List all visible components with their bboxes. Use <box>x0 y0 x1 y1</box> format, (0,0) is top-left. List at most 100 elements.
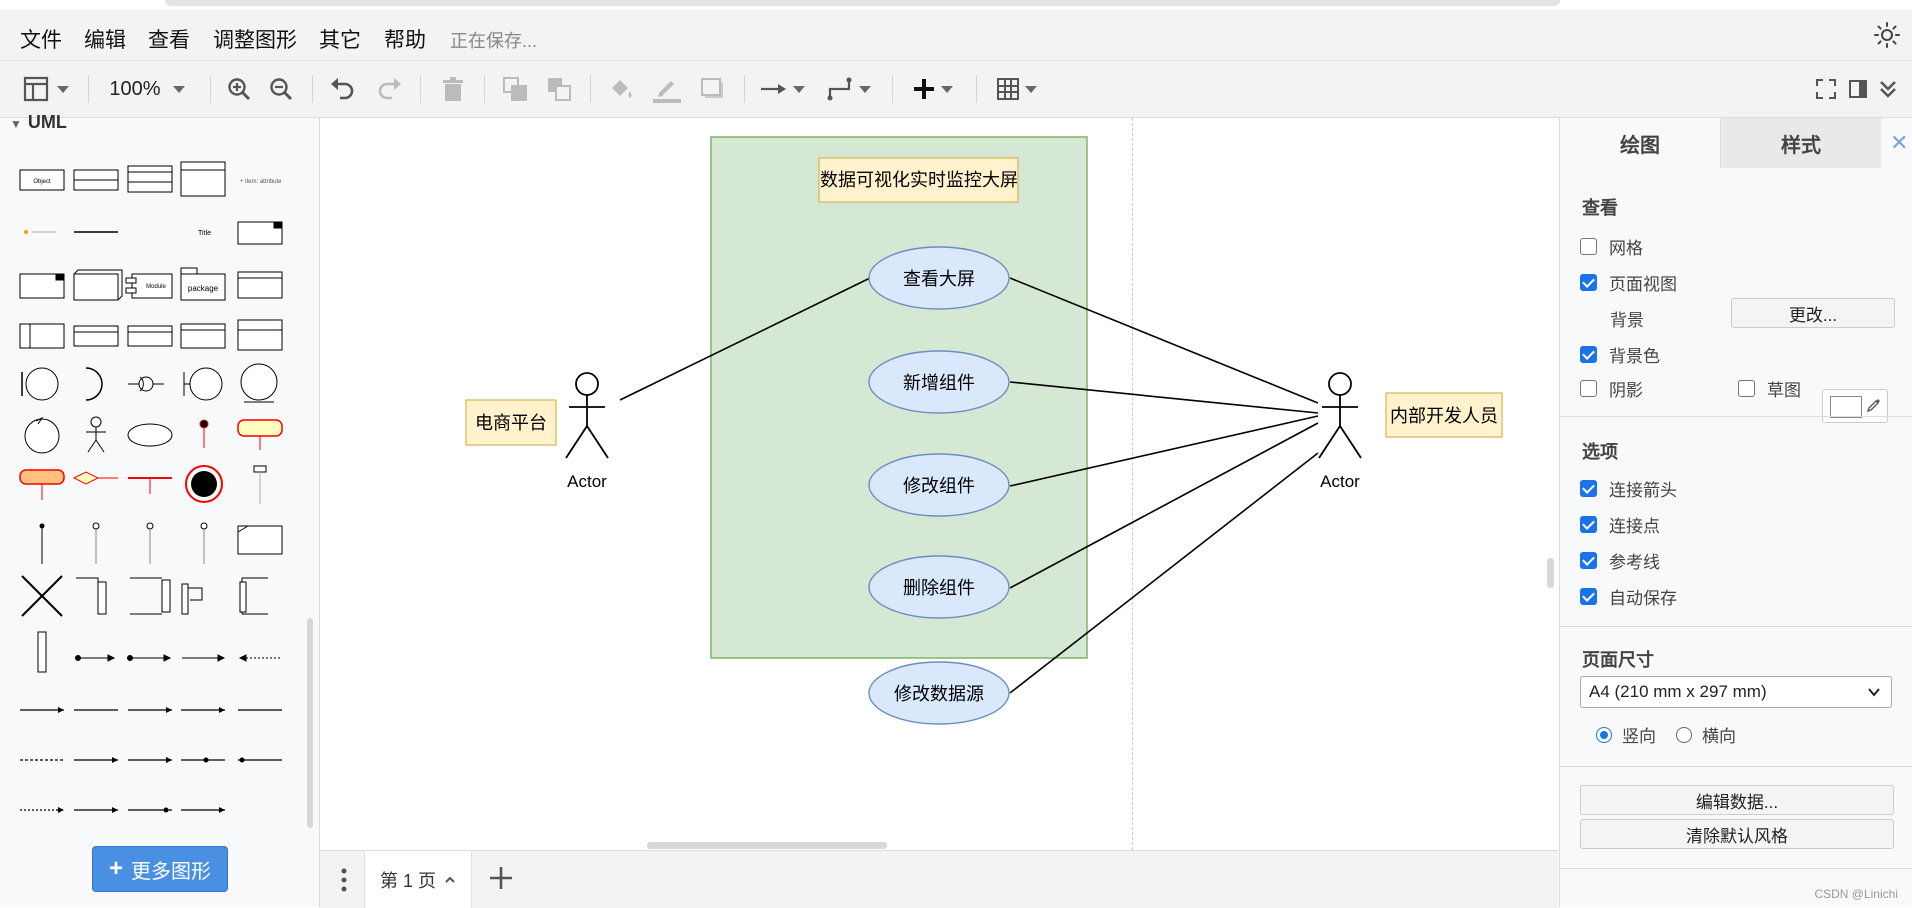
horizontal-scrollbar[interactable] <box>647 842 887 849</box>
table-button[interactable] <box>992 75 1042 103</box>
eyedropper-icon[interactable] <box>1866 397 1882 413</box>
shape-interface-required[interactable] <box>85 367 103 401</box>
landscape-radio[interactable] <box>1676 726 1692 743</box>
vertical-scrollbar[interactable] <box>1547 558 1554 588</box>
system-title-box[interactable] <box>818 157 1019 203</box>
shape-decision[interactable] <box>72 471 118 485</box>
shape-object[interactable]: Object <box>19 169 65 191</box>
menu-help[interactable]: 帮助 <box>384 29 426 52</box>
shape-boundary-object[interactable] <box>183 367 223 401</box>
shape-entity-object[interactable] <box>240 363 278 403</box>
zoom-out-button[interactable] <box>266 75 296 103</box>
more-vertical-icon[interactable] <box>340 867 348 893</box>
change-background-button[interactable]: 更改... <box>1731 298 1895 328</box>
shape-interface[interactable] <box>73 169 119 191</box>
sidebar-scrollbar[interactable] <box>307 618 313 828</box>
shape-title[interactable]: Title <box>198 230 211 237</box>
grid-option[interactable]: 网格 <box>1580 234 1643 259</box>
actor-left-note[interactable] <box>465 399 557 446</box>
guides-option[interactable]: 参考线 <box>1580 548 1660 573</box>
sketch-checkbox[interactable] <box>1738 380 1755 397</box>
use-case-datasource[interactable] <box>868 661 1010 725</box>
shape-class-3[interactable] <box>237 271 283 299</box>
edit-data-button[interactable]: 编辑数据... <box>1580 785 1894 815</box>
connection-arrows-option[interactable]: 连接箭头 <box>1580 476 1677 501</box>
shape-class-2[interactable] <box>180 161 226 197</box>
menu-arrange[interactable]: 调整图形 <box>213 29 297 52</box>
guides-checkbox[interactable] <box>1580 552 1597 569</box>
line-color-button[interactable] <box>652 75 682 103</box>
connection-style-button[interactable] <box>758 75 808 103</box>
page-size-select[interactable]: A4 (210 mm x 297 mm) <box>1580 676 1892 708</box>
clear-default-style-button[interactable]: 清除默认风格 <box>1580 819 1894 849</box>
sun-icon[interactable] <box>1874 22 1900 48</box>
assoc-right-delete[interactable] <box>1009 422 1319 589</box>
collapse-button[interactable] <box>1874 75 1902 103</box>
menu-extras[interactable]: 其它 <box>319 29 361 52</box>
connection-points-option[interactable]: 连接点 <box>1580 512 1660 537</box>
delete-button[interactable] <box>438 75 468 103</box>
shape-dispatch-2[interactable] <box>127 654 172 662</box>
shape-lifeline-4[interactable] <box>200 522 208 564</box>
shape-activation-1[interactable] <box>76 577 107 615</box>
assoc-right-add[interactable] <box>1009 381 1319 414</box>
insert-button[interactable] <box>908 75 958 103</box>
connection-points-checkbox[interactable] <box>1580 516 1597 533</box>
fill-color-button[interactable] <box>606 75 636 103</box>
landscape-option[interactable]: 横向 <box>1676 722 1736 747</box>
sketch-option[interactable]: 草图 <box>1738 376 1801 401</box>
shape-boundary[interactable] <box>21 367 59 401</box>
shape-lifeline-1[interactable] <box>39 523 45 564</box>
fullscreen-button[interactable] <box>1812 75 1840 103</box>
assoc-left-view[interactable] <box>619 277 871 401</box>
undo-button[interactable] <box>328 75 358 103</box>
color-swatch[interactable] <box>1830 396 1862 418</box>
shape-provided-interface[interactable] <box>128 376 164 392</box>
close-icon[interactable]: ✕ <box>1890 130 1909 155</box>
assoc-right-modify[interactable] <box>1009 415 1319 487</box>
tab-style[interactable]: 样式 <box>1720 118 1881 168</box>
menu-edit[interactable]: 编辑 <box>84 29 126 52</box>
assoc-right-view[interactable] <box>1009 277 1319 404</box>
portrait-radio[interactable] <box>1596 726 1612 743</box>
redo-button[interactable] <box>374 75 404 103</box>
shape-frame-2[interactable] <box>127 325 173 347</box>
page-view-checkbox[interactable] <box>1580 274 1597 291</box>
shape-return[interactable] <box>238 654 280 662</box>
connection-arrows-checkbox[interactable] <box>1580 480 1597 497</box>
shadow-button[interactable] <box>698 75 728 103</box>
autosave-checkbox[interactable] <box>1580 588 1597 605</box>
grid-checkbox[interactable] <box>1580 238 1597 255</box>
more-shapes-button[interactable]: +更多图形 <box>92 846 228 892</box>
add-page-icon[interactable] <box>486 863 516 893</box>
shape-note-table[interactable] <box>19 323 65 349</box>
shape-node[interactable] <box>73 269 123 301</box>
shape-state-red[interactable] <box>19 469 65 500</box>
to-front-button[interactable] <box>500 75 530 103</box>
shape-activity[interactable] <box>237 419 283 450</box>
shape-class-4[interactable] <box>237 319 283 351</box>
uml-section-header[interactable]: ▼UML <box>10 112 67 132</box>
shape-callback[interactable] <box>239 577 268 615</box>
shape-item-attribute[interactable]: + item: attribute <box>240 179 282 185</box>
to-back-button[interactable] <box>544 75 574 103</box>
shape-actor[interactable] <box>86 416 106 453</box>
background-color-checkbox[interactable] <box>1580 346 1597 363</box>
actor-right[interactable] <box>1318 372 1362 459</box>
view-button[interactable] <box>18 75 74 103</box>
background-color-option[interactable]: 背景色 <box>1580 342 1660 367</box>
page-view-option[interactable]: 页面视图 <box>1580 270 1677 295</box>
shape-class[interactable] <box>127 165 173 193</box>
shape-activation-bar[interactable] <box>37 631 47 673</box>
shadow-option[interactable]: 阴影 <box>1580 376 1643 401</box>
shape-control-object[interactable] <box>24 416 60 454</box>
use-case-view[interactable] <box>868 246 1010 310</box>
shape-lifeline-2[interactable] <box>92 522 100 564</box>
shape-module[interactable]: Module <box>125 273 173 299</box>
shape-fork[interactable] <box>128 477 172 494</box>
shape-frame-3[interactable] <box>180 323 226 349</box>
actor-left[interactable] <box>565 372 609 459</box>
shape-dispatch-3[interactable] <box>182 654 226 662</box>
shape-component[interactable] <box>19 273 65 299</box>
diagram-canvas[interactable]: 数据可视化实时监控大屏 查看大屏 新增组件 修改组件 删除组件 修改数据源 <box>320 118 1558 850</box>
